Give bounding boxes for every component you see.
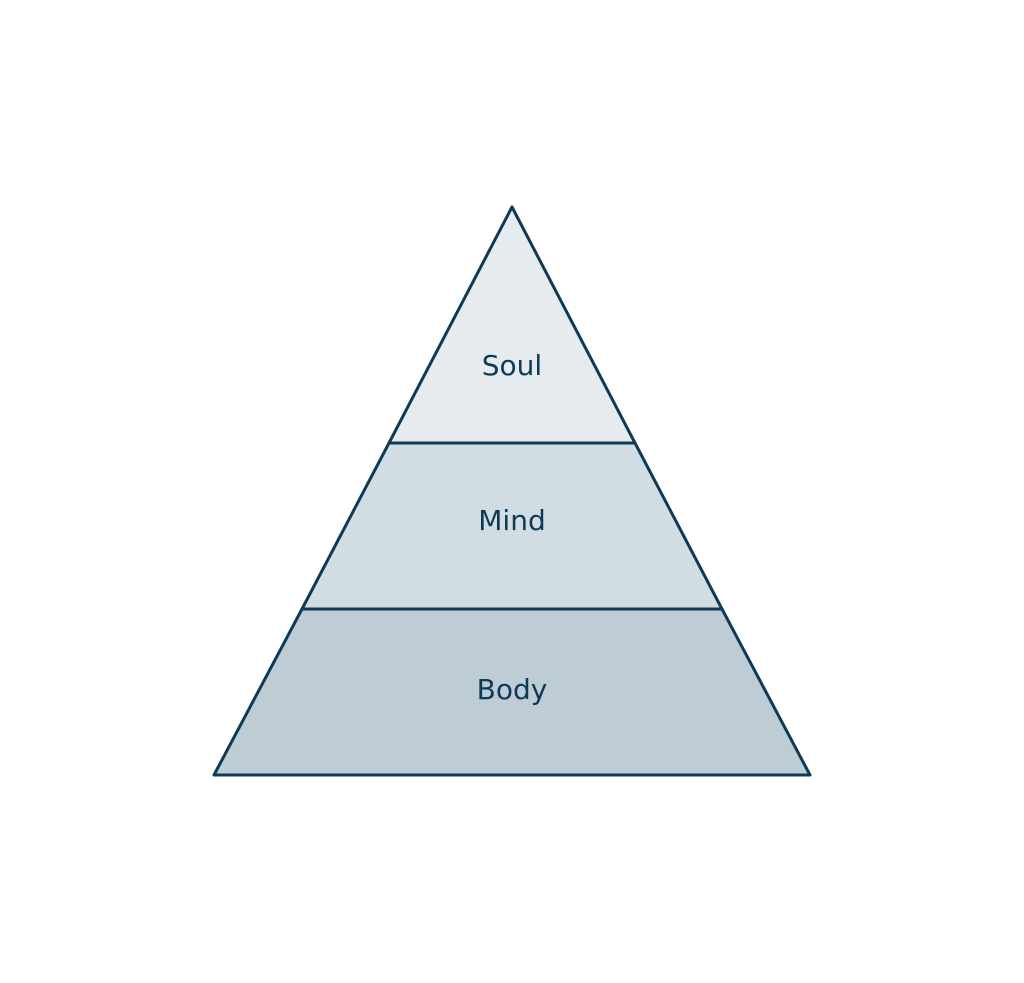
pyramid-labels: Soul Mind Body <box>477 349 548 706</box>
tier-label-soul: Soul <box>482 349 542 382</box>
pyramid-tiers <box>212 205 812 777</box>
tier-label-body: Body <box>477 673 548 706</box>
tier-soul-shape <box>387 205 637 445</box>
tier-body-shape <box>212 607 812 777</box>
tier-label-mind: Mind <box>478 504 545 537</box>
